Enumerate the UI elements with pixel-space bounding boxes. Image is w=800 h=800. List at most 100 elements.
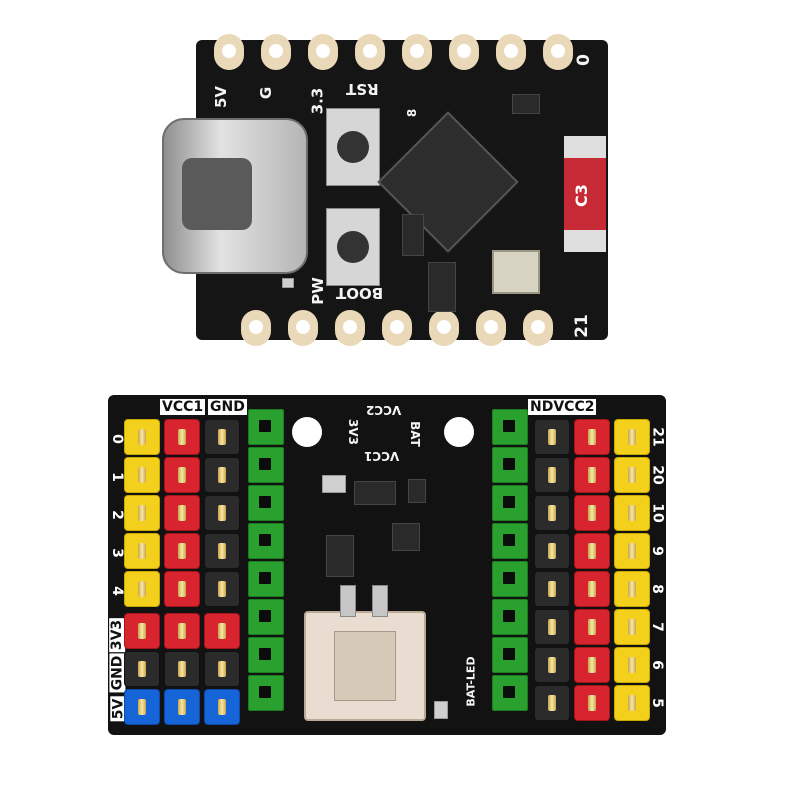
castellated-pad bbox=[214, 34, 244, 70]
yellow-pin-header[interactable] bbox=[124, 495, 160, 531]
green-socket[interactable] bbox=[248, 523, 284, 559]
castellated-pad bbox=[241, 310, 271, 346]
green-socket[interactable] bbox=[248, 599, 284, 635]
pin-number-right: 20 bbox=[649, 465, 666, 485]
green-socket[interactable] bbox=[492, 637, 528, 673]
green-socket[interactable] bbox=[492, 447, 528, 483]
green-socket[interactable] bbox=[492, 523, 528, 559]
boot-button[interactable] bbox=[326, 208, 380, 286]
black-pin-header[interactable] bbox=[204, 571, 240, 607]
connector-pin bbox=[340, 585, 356, 617]
green-socket[interactable] bbox=[248, 561, 284, 597]
smd-component bbox=[512, 94, 540, 114]
red-pin-header[interactable] bbox=[164, 457, 200, 493]
green-socket[interactable] bbox=[248, 447, 284, 483]
red-pin-header[interactable] bbox=[574, 495, 610, 531]
black-pin-header[interactable] bbox=[204, 419, 240, 455]
silk-pw: PW bbox=[308, 277, 327, 305]
castellated-pad bbox=[429, 310, 459, 346]
smd-regulator bbox=[428, 262, 456, 312]
pin-number-right: 8 bbox=[648, 584, 665, 594]
silk-pin-21: 21 bbox=[571, 314, 592, 338]
black-pin-header[interactable] bbox=[534, 457, 570, 493]
red-pin-header[interactable] bbox=[164, 533, 200, 569]
smd-chip bbox=[392, 523, 420, 551]
usb-c-connector[interactable] bbox=[162, 118, 308, 274]
rst-button[interactable] bbox=[326, 108, 380, 186]
yellow-pin-header[interactable] bbox=[124, 457, 160, 493]
label-vcc1: VCC1 bbox=[160, 399, 206, 415]
castellated-pad bbox=[543, 34, 573, 70]
smd-chip bbox=[354, 481, 396, 505]
smd-capacitor bbox=[322, 475, 346, 493]
red-pin-header-3v3[interactable] bbox=[204, 613, 240, 649]
blue-pin-header-5v[interactable] bbox=[164, 689, 200, 725]
castellated-pad bbox=[449, 34, 479, 70]
silk-5v: 5V bbox=[212, 85, 231, 109]
yellow-pin-header[interactable] bbox=[124, 533, 160, 569]
black-pin-header[interactable] bbox=[204, 495, 240, 531]
silk-g: G bbox=[257, 86, 276, 100]
yellow-pin-header[interactable] bbox=[614, 457, 650, 493]
green-socket[interactable] bbox=[248, 485, 284, 521]
red-pin-header[interactable] bbox=[164, 571, 200, 607]
black-pin-header[interactable] bbox=[534, 571, 570, 607]
green-socket[interactable] bbox=[248, 637, 284, 673]
red-pin-header[interactable] bbox=[164, 419, 200, 455]
silk-3v3: 3.3 bbox=[308, 87, 327, 115]
castellated-pad bbox=[476, 310, 506, 346]
green-socket[interactable] bbox=[248, 675, 284, 711]
yellow-pin-header[interactable] bbox=[614, 495, 650, 531]
blue-pin-header-5v[interactable] bbox=[124, 689, 160, 725]
red-pin-header-3v3[interactable] bbox=[124, 613, 160, 649]
yellow-pin-header[interactable] bbox=[614, 647, 650, 683]
black-pin-header-gnd[interactable] bbox=[124, 651, 160, 687]
green-socket[interactable] bbox=[492, 599, 528, 635]
red-pin-header[interactable] bbox=[574, 419, 610, 455]
black-pin-header[interactable] bbox=[534, 609, 570, 645]
red-pin-header-3v3[interactable] bbox=[164, 613, 200, 649]
yellow-pin-header[interactable] bbox=[614, 419, 650, 455]
red-pin-header[interactable] bbox=[574, 571, 610, 607]
red-pin-header[interactable] bbox=[574, 533, 610, 569]
red-pin-header[interactable] bbox=[574, 685, 610, 721]
green-socket[interactable] bbox=[492, 561, 528, 597]
black-pin-header[interactable] bbox=[204, 533, 240, 569]
crystal bbox=[492, 250, 540, 294]
red-pin-header[interactable] bbox=[164, 495, 200, 531]
green-socket[interactable] bbox=[492, 409, 528, 445]
black-pin-header[interactable] bbox=[534, 685, 570, 721]
pin-number-left: 2 bbox=[108, 510, 125, 520]
black-pin-header[interactable] bbox=[534, 495, 570, 531]
castellated-pad bbox=[261, 34, 291, 70]
silk-pin-0: 0 bbox=[573, 54, 594, 66]
black-pin-header[interactable] bbox=[534, 533, 570, 569]
yellow-pin-header[interactable] bbox=[614, 685, 650, 721]
blue-pin-header-5v[interactable] bbox=[204, 689, 240, 725]
castellated-pad bbox=[496, 34, 526, 70]
black-pin-header[interactable] bbox=[204, 457, 240, 493]
battery-jst-connector[interactable] bbox=[304, 611, 426, 721]
red-pin-header[interactable] bbox=[574, 647, 610, 683]
castellated-pad bbox=[335, 310, 365, 346]
castellated-pad bbox=[382, 310, 412, 346]
yellow-pin-header[interactable] bbox=[124, 419, 160, 455]
yellow-pin-header[interactable] bbox=[124, 571, 160, 607]
red-pin-header[interactable] bbox=[574, 609, 610, 645]
green-socket[interactable] bbox=[492, 485, 528, 521]
black-pin-header-gnd[interactable] bbox=[164, 651, 200, 687]
green-socket[interactable] bbox=[248, 409, 284, 445]
yellow-pin-header[interactable] bbox=[614, 571, 650, 607]
silk-3v3-center: 3V3 bbox=[346, 419, 360, 445]
ceramic-antenna: C3 bbox=[564, 136, 606, 252]
yellow-pin-header[interactable] bbox=[614, 533, 650, 569]
yellow-pin-header[interactable] bbox=[614, 609, 650, 645]
silk-bat-led: BAT-LED bbox=[464, 656, 478, 707]
pin-number-right: 21 bbox=[649, 427, 666, 447]
red-pin-header[interactable] bbox=[574, 457, 610, 493]
black-pin-header[interactable] bbox=[534, 647, 570, 683]
pin-number-left: 3 bbox=[108, 548, 125, 558]
black-pin-header-gnd[interactable] bbox=[204, 651, 240, 687]
green-socket[interactable] bbox=[492, 675, 528, 711]
black-pin-header[interactable] bbox=[534, 419, 570, 455]
